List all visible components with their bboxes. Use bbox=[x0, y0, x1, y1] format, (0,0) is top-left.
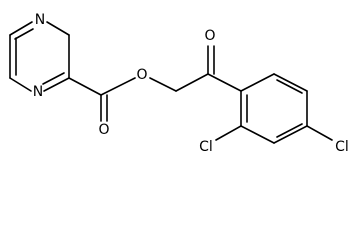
bond bbox=[240, 73, 275, 92]
bond bbox=[100, 77, 136, 96]
bond bbox=[276, 123, 303, 138]
bond bbox=[43, 77, 70, 92]
bond bbox=[276, 79, 303, 94]
dichlorophenyl-ring bbox=[240, 73, 308, 144]
bond bbox=[46, 21, 70, 36]
atom-n: N bbox=[33, 84, 43, 100]
atom-cl: Cl bbox=[199, 139, 213, 155]
bond bbox=[149, 77, 177, 92]
atom-o: O bbox=[204, 28, 215, 44]
bond bbox=[215, 125, 242, 141]
ester-group bbox=[68, 77, 177, 122]
ketone-group bbox=[175, 45, 242, 92]
bond bbox=[306, 125, 333, 141]
bond bbox=[175, 73, 209, 92]
bond bbox=[273, 73, 308, 92]
atom-o: O bbox=[136, 67, 147, 83]
bond bbox=[273, 125, 308, 144]
bond bbox=[240, 125, 275, 144]
bond bbox=[14, 28, 34, 40]
atom-n: N bbox=[35, 12, 45, 28]
bond bbox=[207, 73, 242, 92]
bond bbox=[42, 72, 65, 85]
chemical-structure: N N O O O Cl Cl bbox=[9, 12, 349, 155]
bond bbox=[68, 77, 102, 96]
atom-cl: Cl bbox=[335, 139, 349, 155]
bond bbox=[9, 21, 33, 36]
atom-o: O bbox=[98, 122, 109, 138]
bond bbox=[9, 77, 32, 92]
pyrazine-ring bbox=[9, 21, 70, 92]
